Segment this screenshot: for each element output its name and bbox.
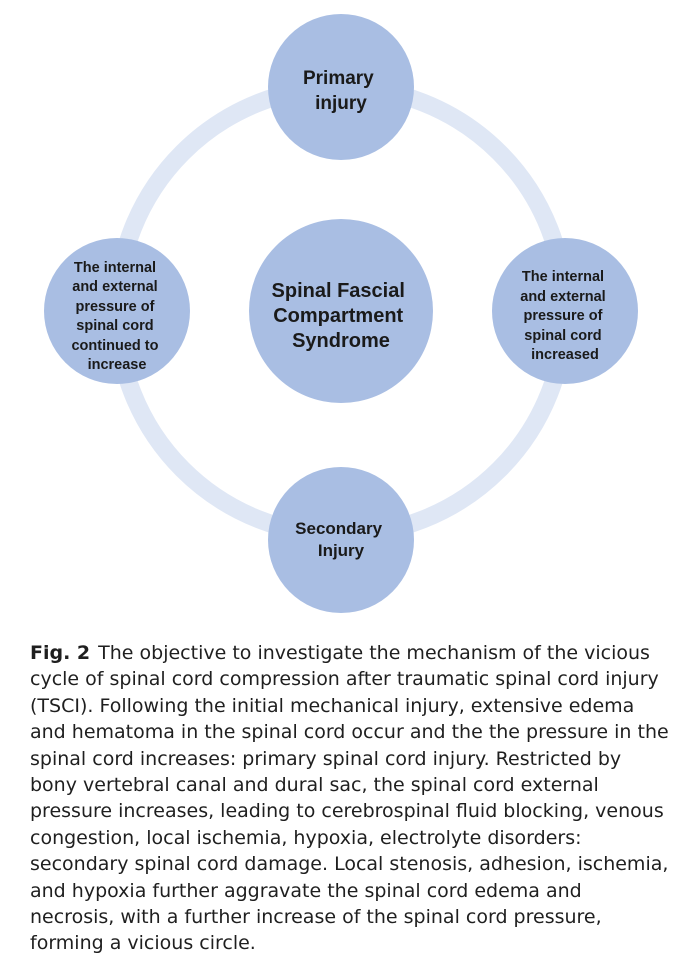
center-line-2: Compartment [273, 305, 403, 327]
caption-text: The objective to investigate the mechani… [30, 642, 669, 955]
node-pressure-increased [492, 238, 638, 384]
right-line-1: The internal [522, 269, 604, 285]
left-line-5: continued to [71, 338, 158, 354]
figure-label: Fig. 2 [30, 642, 91, 664]
right-line-2: and external [520, 289, 605, 305]
node-secondary-injury-label: Secondary Injury [295, 519, 387, 560]
center-line-3: Syndrome [292, 330, 390, 352]
node-primary-injury-label: Primary injury [303, 68, 379, 114]
right-line-4: spinal cord [524, 328, 601, 344]
left-line-1: The internal [74, 260, 156, 276]
right-line-3: pressure of [523, 308, 602, 324]
primary-line-1: Primary [303, 68, 374, 89]
node-primary-injury [268, 14, 414, 160]
left-line-4: spinal cord [76, 318, 153, 334]
node-pressure-continued [44, 238, 190, 384]
left-line-2: and external [72, 279, 157, 295]
center-node [249, 219, 433, 403]
left-line-6: increase [88, 357, 147, 373]
node-secondary-injury [268, 467, 414, 613]
secondary-line-1: Secondary [295, 519, 382, 538]
center-node-label: Spinal Fascial Compartment Syndrome [272, 280, 411, 352]
right-line-5: increased [531, 347, 599, 363]
node-pressure-continued-label: The internal and external pressure of sp… [71, 260, 162, 373]
secondary-line-2: Injury [318, 541, 365, 560]
left-line-3: pressure of [75, 299, 154, 315]
primary-line-2: injury [315, 93, 367, 114]
center-line-1: Spinal Fascial [272, 280, 405, 302]
node-pressure-increased-label: The internal and external pressure of sp… [520, 269, 609, 363]
